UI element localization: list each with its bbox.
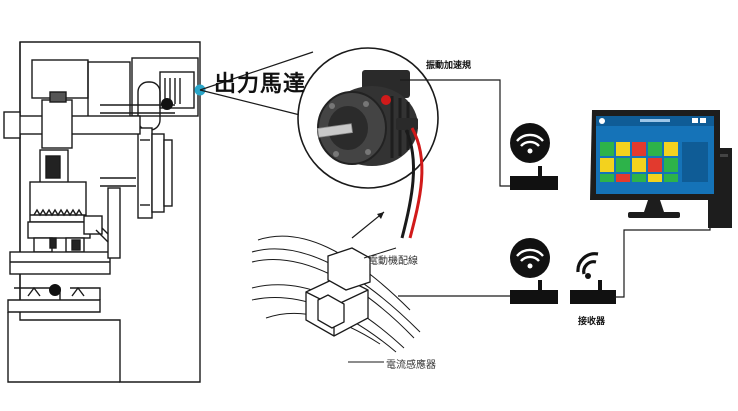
wifi-transmitter-icon bbox=[510, 123, 558, 190]
receiver-to-pc-line bbox=[614, 215, 711, 298]
motor-cable-black bbox=[400, 129, 416, 239]
machine-drawing bbox=[3, 41, 201, 383]
machine-sensor-dot-2 bbox=[49, 284, 61, 296]
vibration-signal-line bbox=[400, 79, 512, 187]
wifi-receiver-icon bbox=[570, 252, 616, 304]
wifi-transmitter-icon-2 bbox=[510, 238, 558, 304]
current-clamp-sensor bbox=[305, 247, 371, 337]
motor-label: 出力馬達 bbox=[214, 72, 307, 97]
zoom-guide-top bbox=[199, 51, 314, 91]
machine-sensor-dot-1 bbox=[161, 98, 173, 110]
current-sensor-label: 電流感應器 bbox=[386, 360, 436, 371]
motor-zoom bbox=[297, 47, 439, 189]
computer-monitor-icon bbox=[590, 110, 732, 228]
motor-cable-red bbox=[408, 127, 424, 239]
cable-pointer-arrow bbox=[351, 211, 385, 239]
dashboard-tiles bbox=[600, 142, 708, 182]
motor-photo bbox=[317, 70, 418, 166]
receiver-label: 接收器 bbox=[578, 317, 606, 327]
motor-cable-leader bbox=[363, 247, 397, 259]
vibration-gauge-label: 振動加速規 bbox=[426, 61, 472, 71]
zoom-guide-bottom bbox=[199, 89, 301, 116]
motor-cable-label: 電動機配線 bbox=[368, 256, 418, 267]
